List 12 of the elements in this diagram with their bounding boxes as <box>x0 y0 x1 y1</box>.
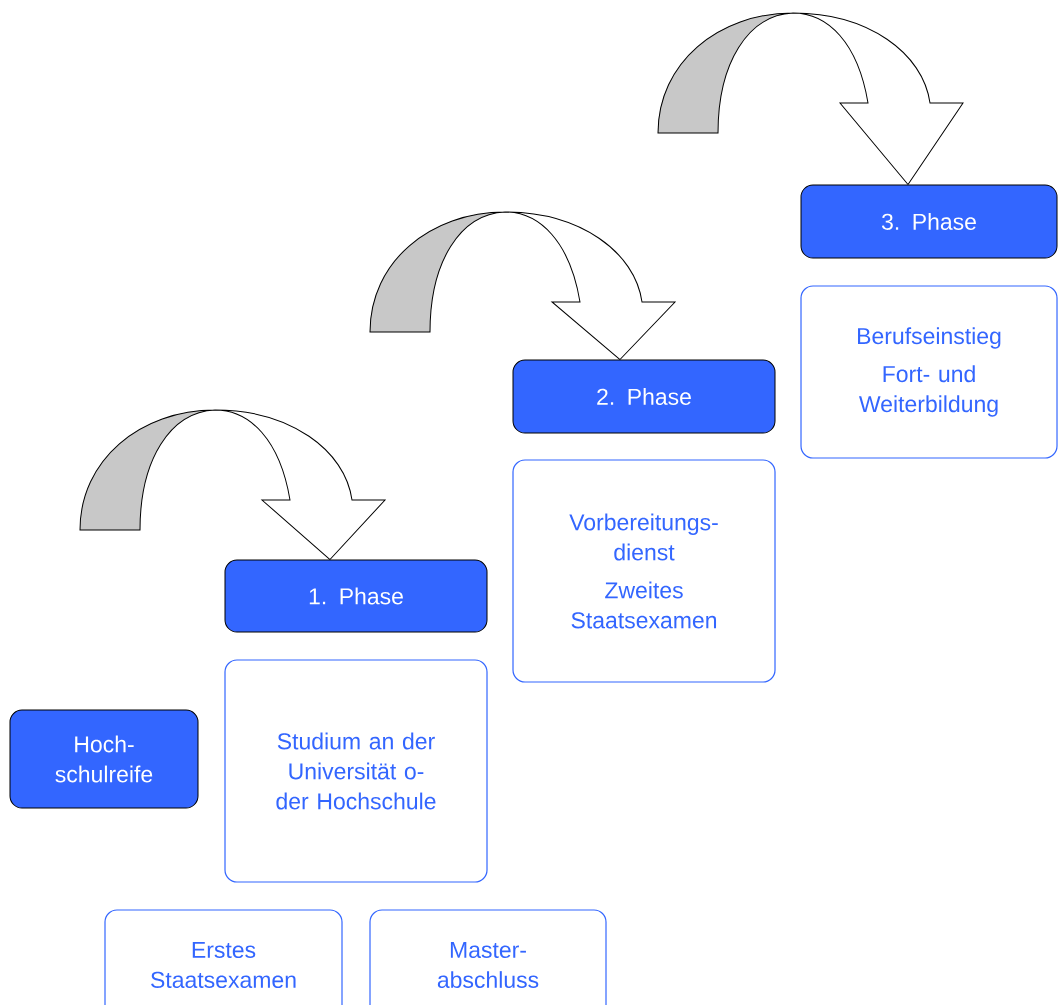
phase-box: Hoch- schulreife <box>9 709 199 809</box>
curved-arrow <box>369 211 676 360</box>
content-box: Vorbereitungs- dienst Zweites Staatsexamen <box>512 459 776 683</box>
phase-box: 3. Phase <box>800 184 1058 259</box>
phase-box: 2. Phase <box>512 359 776 434</box>
curved-arrow <box>79 409 386 560</box>
content-box: Berufseinstieg Fort- und Weiterbildung <box>800 285 1058 459</box>
phase-box: 1. Phase <box>224 559 488 633</box>
content-box: Master- abschluss <box>369 909 607 1005</box>
content-box: Erstes Staatsexamen <box>104 909 343 1005</box>
curved-arrow <box>657 12 964 185</box>
content-box: Studium an der Universität o- der Hochschule <box>224 659 488 883</box>
